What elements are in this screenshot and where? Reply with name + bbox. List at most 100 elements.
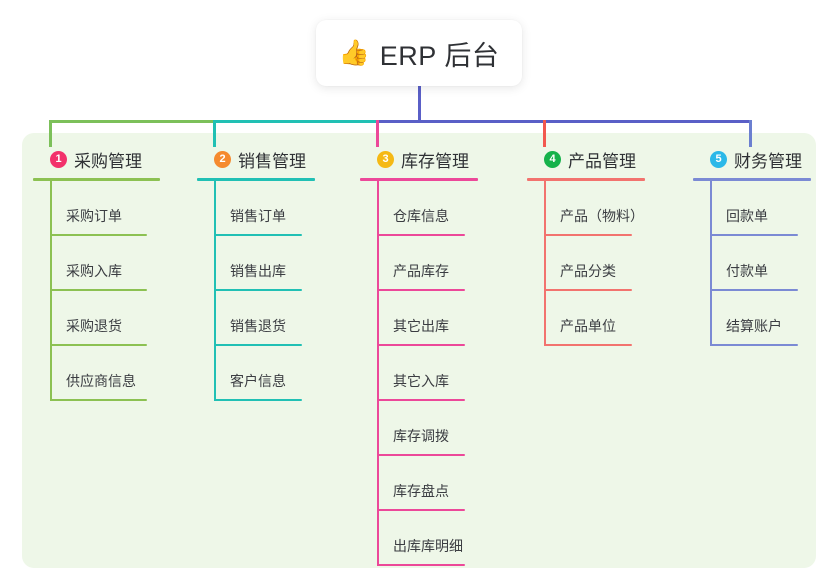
module-item-label: 仓库信息 <box>393 208 449 224</box>
module-item[interactable]: 销售订单 <box>197 181 315 236</box>
module-title: 库存管理 <box>401 151 469 171</box>
item-spine-line <box>50 181 52 401</box>
module-item[interactable]: 产品单位 <box>527 291 645 346</box>
thumbs-up-icon: 👍 <box>338 38 370 67</box>
module-item-label: 回款单 <box>726 208 768 224</box>
module-item-label: 供应商信息 <box>66 373 136 389</box>
module-header-underline <box>197 178 315 181</box>
module-item-underline <box>214 289 302 291</box>
module-item-underline <box>377 564 465 566</box>
module-header-underline <box>360 178 478 181</box>
drop-column-1 <box>49 120 52 147</box>
module-item-underline <box>50 234 147 236</box>
module-item[interactable]: 采购订单 <box>33 181 160 236</box>
module-item[interactable]: 产品分类 <box>527 236 645 291</box>
module-item[interactable]: 出库库明细 <box>360 511 478 566</box>
module-item[interactable]: 产品库存 <box>360 236 478 291</box>
module-item[interactable]: 付款单 <box>693 236 811 291</box>
module-item-underline <box>377 289 465 291</box>
module-column-3: 3 库存管理仓库信息产品库存其它出库其它入库库存调拨库存盘点出库库明细 <box>360 146 478 566</box>
root-node[interactable]: 👍 ERP 后台 <box>316 20 522 86</box>
module-item-label: 产品（物料） <box>560 208 644 224</box>
module-item-underline <box>377 454 465 456</box>
module-item[interactable]: 产品（物料） <box>527 181 645 236</box>
item-spine-line <box>214 181 216 401</box>
bus-segment-teal <box>213 120 378 123</box>
item-spine-line <box>377 181 379 566</box>
module-item-list: 采购订单采购入库采购退货供应商信息 <box>33 181 160 401</box>
module-number-badge: 3 <box>377 150 394 168</box>
module-item-label: 产品库存 <box>393 263 449 279</box>
module-item-underline <box>377 344 465 346</box>
module-item-underline <box>377 399 465 401</box>
module-item-underline <box>50 344 147 346</box>
drop-column-2 <box>213 120 216 147</box>
module-item-label: 采购订单 <box>66 208 122 224</box>
module-item[interactable]: 结算账户 <box>693 291 811 346</box>
module-item[interactable]: 仓库信息 <box>360 181 478 236</box>
module-item-label: 客户信息 <box>230 373 286 389</box>
module-item[interactable]: 采购入库 <box>33 236 160 291</box>
module-item-underline <box>710 289 798 291</box>
module-item-label: 产品分类 <box>560 263 616 279</box>
module-item-underline <box>50 399 147 401</box>
module-item-underline <box>710 234 798 236</box>
module-item-label: 库存盘点 <box>393 483 449 499</box>
module-item-list: 回款单付款单结算账户 <box>693 181 811 346</box>
bus-segment-green <box>49 120 215 123</box>
module-item-underline <box>377 234 465 236</box>
bus-segment-blue <box>376 120 751 123</box>
module-header-3[interactable]: 3 库存管理 <box>360 146 478 172</box>
module-item-label: 付款单 <box>726 263 768 279</box>
item-spine-line <box>710 181 712 346</box>
module-item[interactable]: 客户信息 <box>197 346 315 401</box>
module-item-underline <box>214 344 302 346</box>
module-item-list: 销售订单销售出库销售退货客户信息 <box>197 181 315 401</box>
module-item-underline <box>544 344 632 346</box>
module-title: 销售管理 <box>238 151 306 171</box>
module-item-underline <box>214 234 302 236</box>
module-item-label: 其它出库 <box>393 318 449 334</box>
root-trunk-line <box>418 86 421 122</box>
module-item[interactable]: 其它出库 <box>360 291 478 346</box>
module-item-label: 销售退货 <box>230 318 286 334</box>
module-number-badge: 5 <box>710 150 727 168</box>
module-item[interactable]: 库存盘点 <box>360 456 478 511</box>
module-header-underline <box>33 178 160 181</box>
drop-column-4 <box>543 120 546 147</box>
root-title: ERP 后台 <box>379 40 500 71</box>
item-spine-line <box>544 181 546 346</box>
module-number-badge: 1 <box>50 150 67 168</box>
module-header-underline <box>693 178 811 181</box>
drop-column-5 <box>749 120 752 147</box>
module-item[interactable]: 其它入库 <box>360 346 478 401</box>
module-item-label: 销售订单 <box>230 208 286 224</box>
drop-column-3 <box>376 120 379 147</box>
module-item[interactable]: 库存调拨 <box>360 401 478 456</box>
module-item[interactable]: 销售出库 <box>197 236 315 291</box>
module-item-underline <box>50 289 147 291</box>
module-item-list: 产品（物料） 产品分类产品单位 <box>527 181 645 346</box>
module-item[interactable]: 销售退货 <box>197 291 315 346</box>
module-item-underline <box>710 344 798 346</box>
module-item[interactable]: 供应商信息 <box>33 346 160 401</box>
module-item-label: 结算账户 <box>726 318 782 334</box>
module-item[interactable]: 回款单 <box>693 181 811 236</box>
module-item-label: 其它入库 <box>393 373 449 389</box>
modules-panel <box>22 133 816 568</box>
module-item-label: 出库库明细 <box>393 538 463 554</box>
module-item[interactable]: 采购退货 <box>33 291 160 346</box>
module-item-label: 库存调拨 <box>393 428 449 444</box>
module-item-label: 采购退货 <box>66 318 122 334</box>
module-item-label: 采购入库 <box>66 263 122 279</box>
